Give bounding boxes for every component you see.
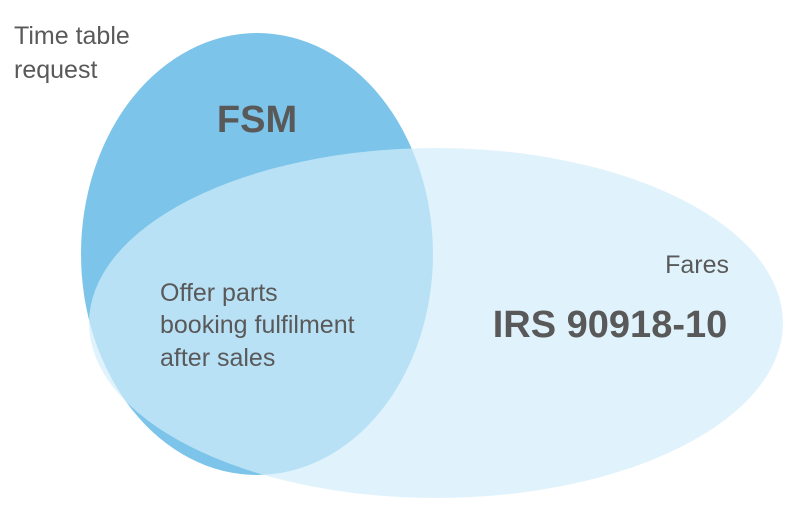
fsm-caption-line: Time table [14, 22, 130, 50]
irs-title: IRS 90918-10 [493, 304, 728, 346]
overlap-text: Offer parts booking fulfilment after sal… [160, 279, 362, 372]
fsm-caption-line: request [14, 56, 97, 84]
irs-set-ellipse [89, 148, 783, 498]
fsm-title: FSM [217, 99, 297, 141]
overlap-line: Offer parts [160, 279, 278, 307]
overlap-line: booking fulfilment [160, 311, 355, 339]
irs-caption: Fares [665, 251, 729, 279]
fsm-caption: Time table request [14, 22, 137, 84]
overlap-line: after sales [160, 344, 275, 372]
